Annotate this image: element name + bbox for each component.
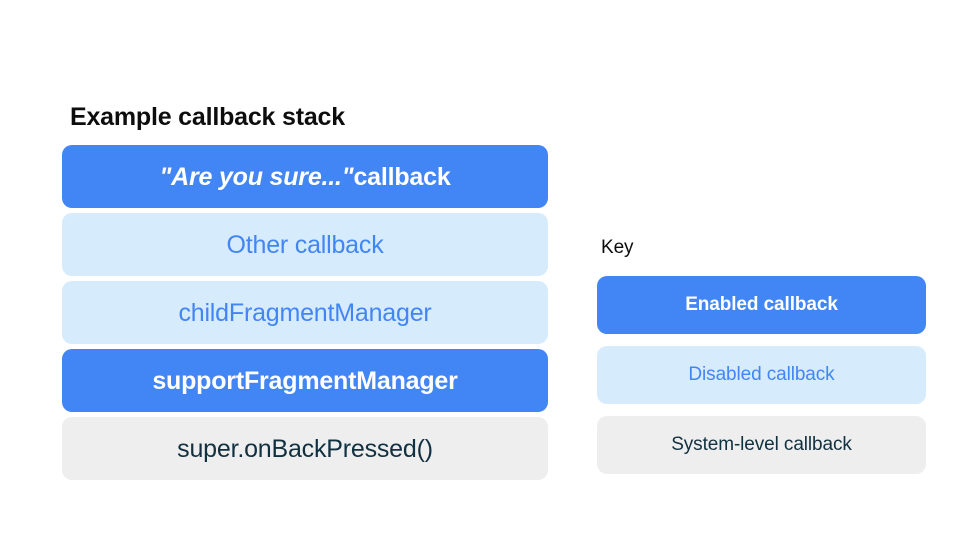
stack-row-label: Other callback	[226, 230, 384, 259]
key-item-system-level-callback: System-level callback	[597, 416, 926, 474]
key-item-disabled-callback: Disabled callback	[597, 346, 926, 404]
key-item-label: System-level callback	[671, 434, 852, 455]
stack-row-label: supportFragmentManager	[152, 366, 458, 395]
key-item-label: Enabled callback	[685, 294, 838, 315]
key-item-enabled-callback: Enabled callback	[597, 276, 926, 334]
key-item-label: Disabled callback	[688, 364, 835, 385]
stack-row-supportfragmentmanager: supportFragmentManager	[62, 349, 548, 412]
callback-stack-panel: Example callback stack "Are you sure..."…	[62, 101, 548, 480]
stack-row-label: childFragmentManager	[178, 298, 432, 327]
stack-row-super-onbackpressed: super.onBackPressed()	[62, 417, 548, 480]
key-panel: Key Enabled callback Disabled callback S…	[597, 236, 926, 474]
key-title: Key	[601, 237, 634, 258]
stack-row-label: callback	[353, 162, 451, 191]
stack-row-are-you-sure-callback: "Are you sure..." callback	[62, 145, 548, 208]
page-title: Example callback stack	[70, 103, 345, 131]
key-list: Enabled callback Disabled callback Syste…	[597, 276, 926, 474]
stack-row-other-callback: Other callback	[62, 213, 548, 276]
callback-stack-list: "Are you sure..." callback Other callbac…	[62, 145, 548, 480]
stack-row-childfragmentmanager: childFragmentManager	[62, 281, 548, 344]
stack-row-quoted-label: "Are you sure..."	[159, 162, 354, 191]
stack-row-label: super.onBackPressed()	[177, 434, 433, 463]
